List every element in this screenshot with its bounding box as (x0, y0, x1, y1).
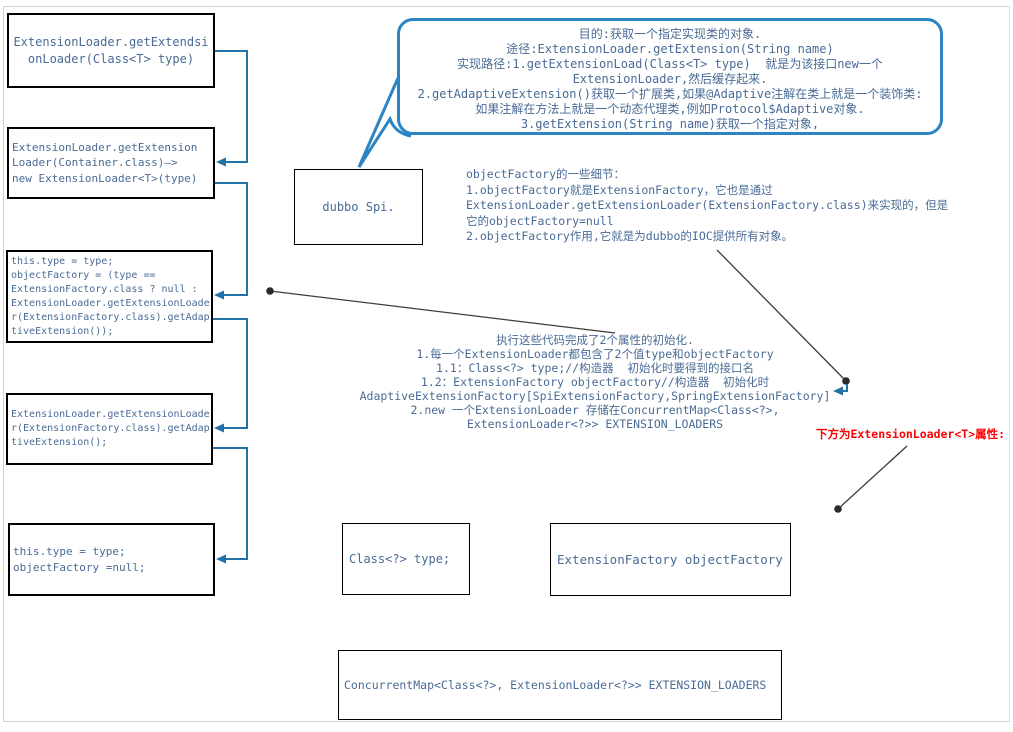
pointer-line-init-note (269, 290, 616, 334)
callout-line: ExtensionLoader,然后缓存起来. (572, 72, 768, 86)
callout-tail (357, 77, 412, 168)
note-line: objectFactory的一些细节： (466, 167, 626, 181)
flow-box-constructor-body: this.type = type; objectFactory = (type … (6, 250, 213, 343)
note-line: 1.2：ExtensionFactory objectFactory//构造器 … (420, 375, 770, 389)
callout-line: 如果注解在方法上就是一个动态代理类,例如Protocol$Adaptive对象. (475, 102, 865, 116)
attribute-text: ExtensionFactory objectFactory (557, 552, 783, 567)
arrowhead-box2 (216, 157, 226, 167)
pointer-dot-red-note (834, 505, 842, 513)
arrowhead-box4 (214, 423, 224, 433)
note-line: 1.1：Class<?> type;//构造器 初始化时要得到的接口名 (436, 361, 754, 375)
flow-box-text: this.type = type; objectFactory =null; (13, 545, 146, 574)
canvas-border (3, 6, 1010, 722)
callout-line: 实现路径:1.getExtensionLoad(Class<T> type) 就… (457, 57, 883, 71)
callout-line: 目的:获取一个指定实现类的对象. (578, 27, 762, 41)
callout-line: 2.getAdaptiveExtension()获取一个扩展类,如果@Adapt… (417, 87, 923, 101)
attribute-box-type: Class<?> type; (342, 523, 470, 595)
pointer-dot-objectfactory-note (842, 377, 850, 385)
initialization-note: 执行这些代码完成了2个属性的初始化. 1.每一个ExtensionLoader都… (350, 333, 840, 431)
arrowhead-init-note (833, 386, 843, 396)
connector-box3-box4 (213, 318, 248, 429)
pointer-line-objectfactory-note (716, 249, 847, 382)
attribute-text: ConcurrentMap<Class<?>, ExtensionLoader<… (344, 678, 767, 692)
attribute-box-objectfactory: ExtensionFactory objectFactory (550, 523, 791, 596)
connector-box1-box2 (215, 50, 248, 163)
note-line: ExtensionLoader<?>> EXTENSION_LOADERS (466, 417, 724, 431)
note-line: 它的objectFactory=null (466, 213, 614, 228)
flow-box-text: ExtensionLoader.getExtensionLoade r(Exte… (11, 409, 210, 448)
flow-box-text: ExtensionLoader.getExtension Loader(Cont… (12, 140, 198, 185)
connector-box4-box5 (213, 447, 248, 560)
arrowhead-box3 (214, 290, 224, 300)
note-line: 执行这些代码完成了2个属性的初始化. (496, 333, 694, 347)
note-line: 1.每一个ExtensionLoader都包含了2个值type和objectFa… (416, 347, 774, 361)
note-line: ExtensionLoader.getExtensionLoader(Exten… (466, 198, 949, 212)
objectfactory-note: objectFactory的一些细节： 1.objectFactory就是Ext… (466, 167, 966, 245)
flow-box-get-extension-loader-impl: ExtensionLoader.getExtension Loader(Cont… (7, 127, 215, 199)
flow-box-text: this.type = type; objectFactory = (type … (11, 255, 210, 337)
pointer-line-red-note (837, 445, 908, 510)
note-line: AdaptiveExtensionFactory[SpiExtensionFac… (359, 389, 831, 403)
flow-box-get-extendsion-loader: ExtensionLoader.getExtendsi onLoader(Cla… (7, 13, 215, 88)
pointer-dot-init-note (266, 287, 274, 295)
flow-box-get-adaptive-extension: ExtensionLoader.getExtensionLoade r(Exte… (6, 393, 213, 465)
arrowhead-box5 (216, 554, 226, 564)
flow-box-text: ExtensionLoader.getExtendsi onLoader(Cla… (13, 34, 209, 66)
flow-box-factory-null: this.type = type; objectFactory =null; (8, 523, 215, 596)
purpose-callout-bubble: 目的:获取一个指定实现类的对象. 途径:ExtensionLoader.getE… (397, 18, 943, 135)
attribute-text: Class<?> type; (349, 552, 451, 566)
dubbo-spi-box: dubbo Spi. (294, 169, 423, 245)
attribute-box-extension-loaders: ConcurrentMap<Class<?>, ExtensionLoader<… (338, 650, 782, 720)
note-line: 2.objectFactory作用,它就是为dubbo的IOC提供所有对象。 (466, 229, 794, 243)
red-attributes-note: 下方为ExtensionLoader<T>属性: (816, 427, 1006, 441)
callout-line: 途径:ExtensionLoader.getExtension(String n… (506, 42, 834, 56)
note-line: 2.new 一个ExtensionLoader 存储在ConcurrentMap… (410, 403, 780, 417)
note-line: 1.objectFactory就是ExtensionFactory，它也是通过 (466, 182, 773, 197)
callout-line: 3.getExtension(String name)获取一个指定对象, (520, 117, 820, 131)
connector-box2-box3 (215, 182, 248, 296)
dubbo-spi-label: dubbo Spi. (322, 200, 395, 214)
